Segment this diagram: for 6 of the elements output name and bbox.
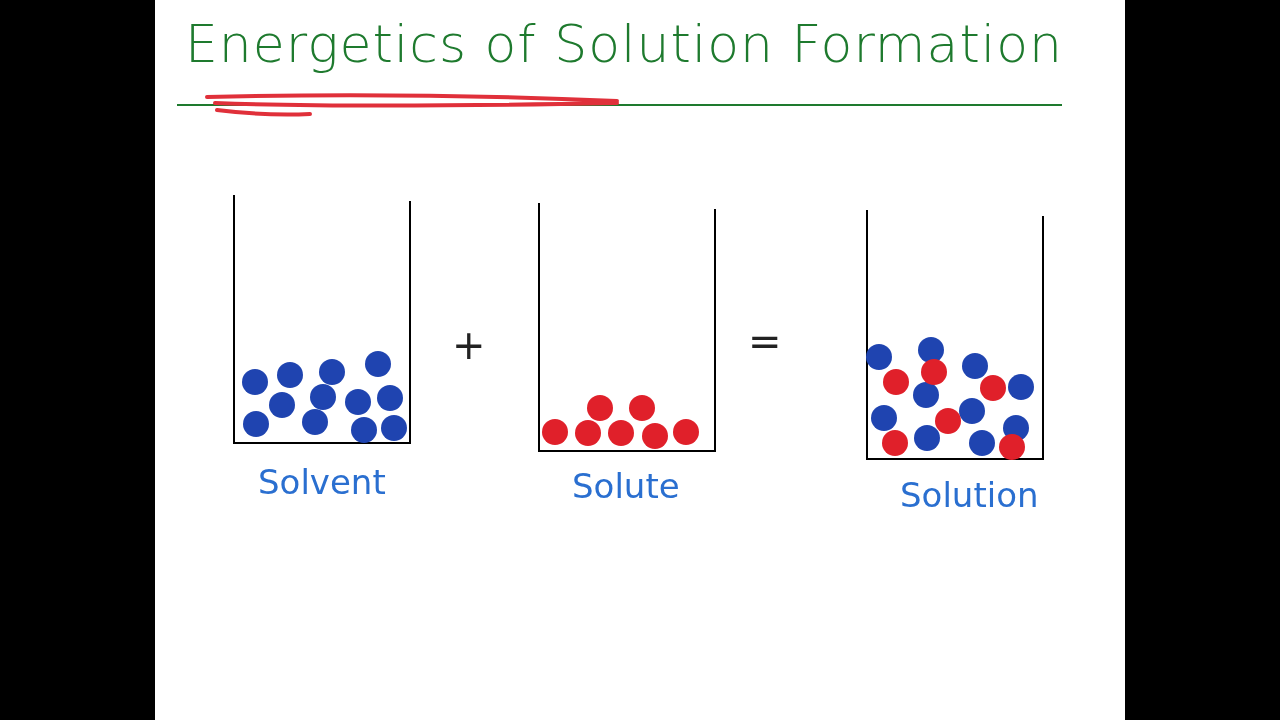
- operator-sign: =: [748, 318, 782, 364]
- beaker-label: Solution: [900, 475, 1039, 515]
- beaker-label: Solvent: [258, 462, 386, 502]
- title: Energetics of Solution Formation: [185, 14, 1063, 74]
- beaker-label: Solute: [572, 466, 680, 506]
- operator-sign: +: [452, 322, 486, 368]
